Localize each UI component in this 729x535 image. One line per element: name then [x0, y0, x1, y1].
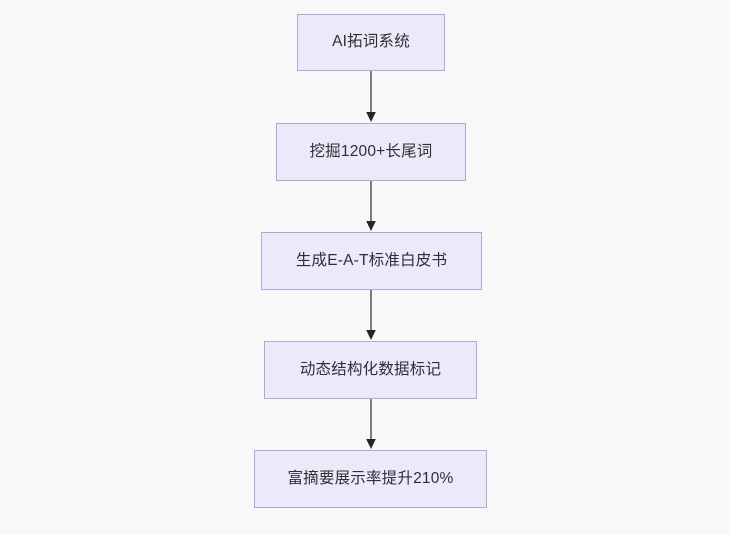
node-label: AI拓词系统 [332, 33, 410, 51]
flowchart-node-generate-eat-whitepaper[interactable]: 生成E-A-T标准白皮书 [261, 232, 482, 290]
flowchart-node-ai-keyword-system[interactable]: AI拓词系统 [297, 14, 445, 71]
node-label: 挖掘1200+长尾词 [309, 142, 433, 160]
node-label: 生成E-A-T标准白皮书 [295, 251, 448, 269]
flowchart-node-mine-longtail-keywords[interactable]: 挖掘1200+长尾词 [276, 123, 466, 181]
edge-n3-n4 [366, 290, 376, 340]
node-label: 动态结构化数据标记 [299, 360, 442, 378]
edge-n1-n2 [366, 71, 376, 122]
flowchart-node-dynamic-structured-data-markup[interactable]: 动态结构化数据标记 [264, 341, 477, 399]
edge-n4-n5 [366, 399, 376, 449]
flowchart-node-rich-snippet-impression-uplift[interactable]: 富摘要展示率提升210% [254, 450, 487, 508]
edge-n2-n3 [366, 181, 376, 231]
node-label: 富摘要展示率提升210% [287, 469, 454, 487]
